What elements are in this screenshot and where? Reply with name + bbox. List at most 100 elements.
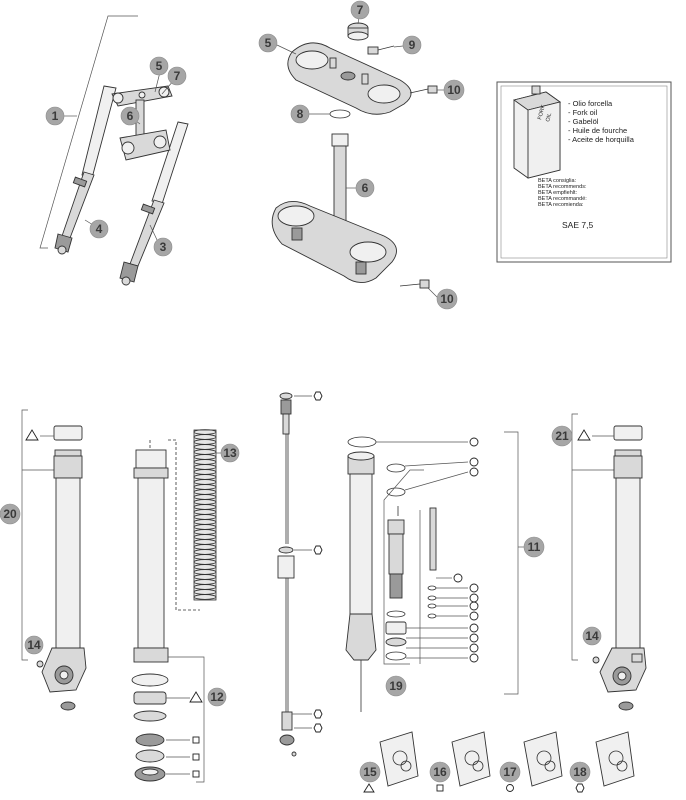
triangle-symbol-21 bbox=[577, 429, 591, 441]
oil-name-en: - Fork oil bbox=[568, 108, 598, 117]
outer-tube-right-group: 21 14 bbox=[551, 413, 647, 711]
callout-20-label: 20 bbox=[3, 507, 17, 521]
callout-16: 16 bbox=[429, 761, 451, 783]
oil-can-icon: FORK OIL bbox=[512, 85, 562, 179]
callout-5-label: 5 bbox=[156, 59, 163, 73]
can-label-1: FORK bbox=[537, 104, 547, 121]
hexagon-symbol-4 bbox=[313, 723, 323, 733]
oil-name-es: - Aceite de horquilla bbox=[568, 135, 635, 144]
callout-13: 13 bbox=[220, 443, 240, 463]
callout-18: 18 bbox=[569, 761, 591, 783]
left-fork-leg bbox=[54, 85, 117, 255]
callout-5-clamp: 5 bbox=[258, 33, 278, 53]
hexagon-symbol-3 bbox=[313, 709, 323, 719]
callout-4-label: 4 bbox=[96, 222, 103, 236]
callout-6-label: 6 bbox=[127, 109, 134, 123]
callout-7: 7 bbox=[167, 66, 187, 86]
callout-21-label: 21 bbox=[555, 429, 569, 443]
callout-5-clamp-label: 5 bbox=[265, 36, 272, 50]
callout-19: 19 bbox=[385, 675, 407, 697]
oil-name-fr: - Huile de fourche bbox=[568, 126, 627, 135]
square-symbol-3 bbox=[192, 770, 200, 778]
callout-9: 9 bbox=[402, 35, 422, 55]
callout-10-lower-label: 10 bbox=[440, 292, 454, 306]
outer-tube-right bbox=[615, 477, 641, 649]
steering-stem bbox=[271, 133, 397, 283]
callout-6: 6 bbox=[120, 106, 140, 126]
callout-10-upper: 10 bbox=[443, 79, 465, 101]
oil-name-de: - Gabelöl bbox=[568, 117, 599, 126]
triangle-symbol-12 bbox=[189, 691, 203, 703]
callout-20: 20 bbox=[0, 503, 21, 525]
seal-kit-18 bbox=[595, 731, 635, 787]
oil-name-it: - Olio forcella bbox=[568, 99, 613, 108]
fork-spring bbox=[168, 429, 217, 611]
callout-1-label: 1 bbox=[52, 109, 59, 123]
callout-14-right: 14 bbox=[582, 626, 602, 646]
seal-kit-17 bbox=[523, 731, 563, 787]
callout-14-left-label: 14 bbox=[27, 638, 41, 652]
right-fork-leg bbox=[119, 121, 189, 286]
clamp-bolt-9 bbox=[367, 45, 395, 55]
callout-9-label: 9 bbox=[409, 38, 416, 52]
callout-13-label: 13 bbox=[223, 446, 237, 460]
callout-12: 12 bbox=[207, 687, 227, 707]
callout-5: 5 bbox=[149, 56, 169, 76]
recommend-en: BETA recommends: bbox=[538, 184, 587, 190]
callout-6-stem: 6 bbox=[355, 178, 375, 198]
callout-10-lower: 10 bbox=[436, 288, 458, 310]
callout-14-right-label: 14 bbox=[585, 629, 599, 643]
callout-3: 3 bbox=[153, 237, 173, 257]
can-label-2: OIL bbox=[545, 112, 553, 122]
hexagon-symbol-1 bbox=[313, 391, 323, 401]
callout-7-nut-label: 7 bbox=[357, 3, 364, 17]
oil-grade: SAE 7,5 bbox=[562, 220, 593, 230]
callout-15: 15 bbox=[359, 761, 381, 783]
protector-cap-right bbox=[613, 425, 643, 441]
seal-kit-row: 15 16 17 18 bbox=[359, 731, 635, 793]
upper-triple-clamp bbox=[287, 42, 412, 115]
inner-tube bbox=[137, 477, 165, 649]
callout-17-label: 17 bbox=[503, 765, 517, 779]
callout-17: 17 bbox=[499, 761, 521, 783]
callout-15-label: 15 bbox=[363, 765, 377, 779]
circle-symbol bbox=[506, 784, 514, 792]
outer-tube-left-group: 20 14 bbox=[0, 409, 87, 711]
callout-7-nut: 7 bbox=[350, 0, 370, 20]
triangle-symbol bbox=[363, 783, 375, 793]
fork-oil-info-box: FORK OIL - Olio forcella - Fork oil - Ga… bbox=[496, 81, 672, 263]
o-ring bbox=[329, 109, 351, 119]
fork-assembly-group: 1 4 5 7 6 3 bbox=[39, 15, 189, 286]
clamp-bolt-10-lower bbox=[399, 279, 430, 289]
seal-kit-15 bbox=[379, 731, 419, 787]
callout-11-label: 11 bbox=[528, 540, 541, 554]
stem-nut bbox=[347, 22, 369, 41]
square-symbol bbox=[436, 784, 444, 792]
square-symbol-1 bbox=[192, 736, 200, 744]
inner-tube-group: 13 12 bbox=[131, 429, 240, 783]
callout-1: 1 bbox=[45, 106, 65, 126]
circle-symbols bbox=[453, 437, 479, 663]
hexagon-symbol-2 bbox=[313, 545, 323, 555]
clamp-bolt-10-upper bbox=[409, 85, 438, 94]
recommend-de: BETA empfiehlt: bbox=[538, 190, 577, 196]
hexagon-symbol bbox=[575, 783, 585, 793]
spring-coil bbox=[193, 594, 217, 600]
callout-10-upper-label: 10 bbox=[447, 83, 461, 97]
protector-cap-left bbox=[53, 425, 83, 441]
callout-16-label: 16 bbox=[433, 765, 447, 779]
callout-4: 4 bbox=[89, 219, 109, 239]
triple-clamp-group: 7 5 9 10 8 6 10 bbox=[258, 0, 465, 310]
steering-stem-small bbox=[119, 99, 171, 161]
callout-6-stem-label: 6 bbox=[362, 181, 369, 195]
callout-8-label: 8 bbox=[297, 107, 304, 121]
recommend-es: BETA recomienda: bbox=[538, 202, 584, 208]
callout-18-label: 18 bbox=[573, 765, 587, 779]
circle-symbol bbox=[469, 437, 479, 447]
callout-12-label: 12 bbox=[210, 690, 224, 704]
callout-8: 8 bbox=[290, 104, 310, 124]
triangle-symbol bbox=[25, 429, 39, 441]
cartridge-group: 11 19 bbox=[345, 431, 545, 712]
